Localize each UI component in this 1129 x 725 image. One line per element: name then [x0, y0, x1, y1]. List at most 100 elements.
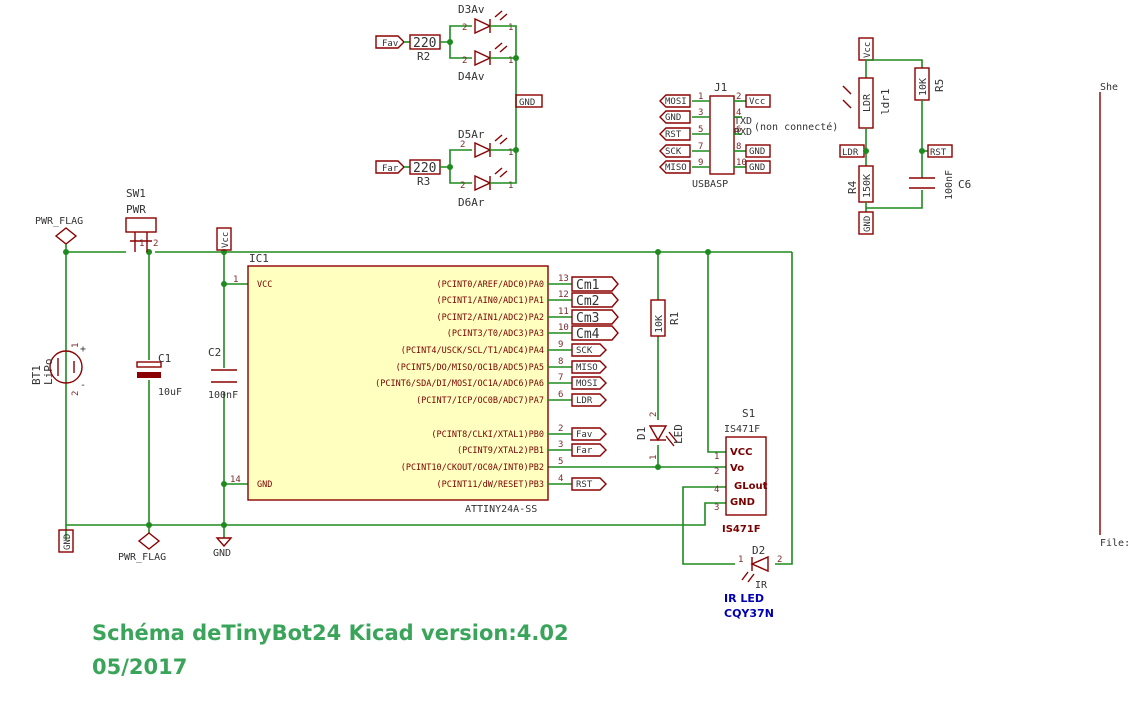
svg-text:J1: J1 [714, 81, 727, 94]
svg-text:1: 1 [738, 555, 743, 565]
j1-net-box [745, 160, 771, 174]
ic1-pin-name: (PCINT4/USCK/SCL/T1/ADC4)PA4 [401, 346, 544, 356]
svg-text:C6: C6 [958, 178, 971, 191]
pwr-flag-bottom: PWR_FLAG [118, 525, 166, 563]
svg-text:1: 1 [649, 455, 659, 460]
svg-text:1: 1 [508, 56, 513, 66]
svg-text:IR: IR [755, 580, 768, 591]
j1-net-vcc: Vcc [749, 97, 765, 107]
svg-text:TXD: TXD [734, 116, 752, 127]
j1-net-miso: MISO [665, 163, 687, 173]
svg-text:10K: 10K [918, 78, 929, 96]
svg-text:1: 1 [508, 23, 513, 33]
net-label-box [571, 376, 607, 390]
svg-text:1: 1 [233, 275, 238, 285]
title-line-2: 05/2017 [92, 655, 187, 679]
svg-text:1: 1 [508, 181, 513, 191]
svg-text:PWR_FLAG: PWR_FLAG [35, 216, 83, 227]
j1-net-box [659, 127, 691, 141]
net-label-box [571, 325, 619, 341]
svg-text:GND: GND [213, 548, 231, 559]
svg-text:Vo: Vo [730, 463, 744, 474]
svg-text:100nF: 100nF [208, 390, 238, 401]
gnd-label-left: GND [58, 529, 74, 553]
svg-text:PWR_FLAG: PWR_FLAG [118, 552, 166, 563]
svg-text:2: 2 [462, 23, 467, 33]
ic1-pin-name: (PCINT11/dW/RESET)PB3 [437, 480, 544, 490]
svg-text:2: 2 [71, 391, 81, 396]
svg-text:3: 3 [714, 503, 719, 513]
svg-text:2: 2 [714, 467, 719, 477]
svg-text:R4: R4 [846, 180, 859, 194]
ic1-pin-number: 7 [558, 373, 563, 383]
svg-text:R1: R1 [668, 312, 681, 325]
svg-text:GLout: GLout [734, 481, 768, 492]
pwr-flag-top: PWR_FLAG [35, 216, 83, 252]
svg-text:1: 1 [71, 343, 81, 348]
svg-text:IC1: IC1 [249, 252, 269, 265]
ic1-pin-name: (PCINT5/DO/MISO/OC1B/ADC5)PA5 [396, 363, 544, 373]
svg-text:-: - [80, 380, 86, 391]
svg-text:LDR: LDR [862, 93, 873, 112]
svg-text:IS471F: IS471F [722, 524, 761, 535]
j1-net-gnd: GND [749, 147, 765, 157]
svg-text:File:: File: [1100, 538, 1129, 549]
svg-text:D4Av: D4Av [458, 70, 485, 83]
svg-text:GND: GND [519, 98, 535, 108]
svg-text:C1: C1 [158, 352, 171, 365]
svg-text:2: 2 [649, 412, 659, 417]
ic1-pin-number: 5 [558, 457, 563, 467]
svg-text:(non connecté): (non connecté) [754, 121, 838, 133]
net-label-ldr: LDR [576, 396, 593, 406]
ic1-pin-name: (PCINT3/T0/ADC3)PA3 [447, 329, 544, 339]
svg-text:RXD: RXD [734, 127, 752, 138]
j1-net-box [659, 94, 691, 108]
net-label-box [571, 276, 619, 292]
svg-text:1: 1 [508, 148, 513, 158]
j1-pin-number: 1 [698, 92, 703, 102]
switch-sw1: SW1 PWR 1 2 [125, 187, 158, 252]
net-label-box [571, 443, 607, 457]
svg-text:220: 220 [413, 36, 436, 51]
j1-pin-number: 3 [698, 108, 703, 118]
net-label-box [571, 309, 619, 325]
svg-text:PWR: PWR [126, 203, 146, 216]
net-label-cm2: Cm2 [576, 294, 599, 309]
net-label-sck: SCK [576, 346, 593, 356]
ic1-pin-name: (PCINT6/SDA/DI/MOSI/OC1A/ADC6)PA6 [375, 379, 544, 389]
j1-pin-number: 10 [736, 158, 747, 168]
svg-text:D6Ar: D6Ar [458, 196, 485, 209]
ic1-pin-name: (PCINT0/AREF/ADC0)PA0 [437, 280, 544, 290]
j1-pin-number: 4 [736, 108, 741, 118]
title-block: Schéma deTinyBot24 Kicad version:4.02 05… [92, 621, 569, 679]
svg-text:R3: R3 [417, 175, 430, 188]
svg-text:GND: GND [257, 480, 272, 490]
ic1-pin-name: (PCINT2/AIN1/ADC2)PA2 [437, 313, 544, 323]
svg-text:LDR: LDR [842, 148, 859, 158]
svg-text:C2: C2 [208, 346, 221, 359]
svg-text:1: 1 [714, 452, 719, 462]
j1-pin-number: 5 [698, 125, 703, 135]
ic1-pin-name: (PCINT9/XTAL2)PB1 [457, 446, 544, 456]
sensor-s1: S1 IS471F VCC Vo GLout GND 1 2 4 3 IS471… [714, 407, 768, 535]
net-label-fav: Fav [576, 430, 592, 440]
ic1-pin-name: (PCINT10/CKOUT/OC0A/INT0)PB2 [401, 463, 544, 473]
svg-text:2: 2 [460, 181, 465, 191]
ic1-attiny24a: IC1 VCC GND 1 14 ATTINY24A-SS (PCINT0/AR… [230, 252, 619, 515]
svg-text:4: 4 [714, 485, 719, 495]
svg-text:LiPo: LiPo [42, 359, 55, 386]
ic1-pin-number: 2 [558, 424, 563, 434]
ic1-pin-number: 12 [558, 290, 569, 300]
j1-pin-number: 7 [698, 142, 703, 152]
j1-pin-number: 2 [736, 92, 741, 102]
ir-led-d2: D2 IR 1 2 IR LED CQY37N [724, 544, 782, 620]
title-line-1: Schéma deTinyBot24 Kicad version:4.02 [92, 621, 569, 645]
j1-net-sck: SCK [665, 147, 682, 157]
net-label-rst: RST [576, 480, 593, 490]
ic1-pin-name: (PCINT8/CLKI/XTAL1)PB0 [431, 430, 544, 440]
svg-text:SW1: SW1 [126, 187, 146, 200]
